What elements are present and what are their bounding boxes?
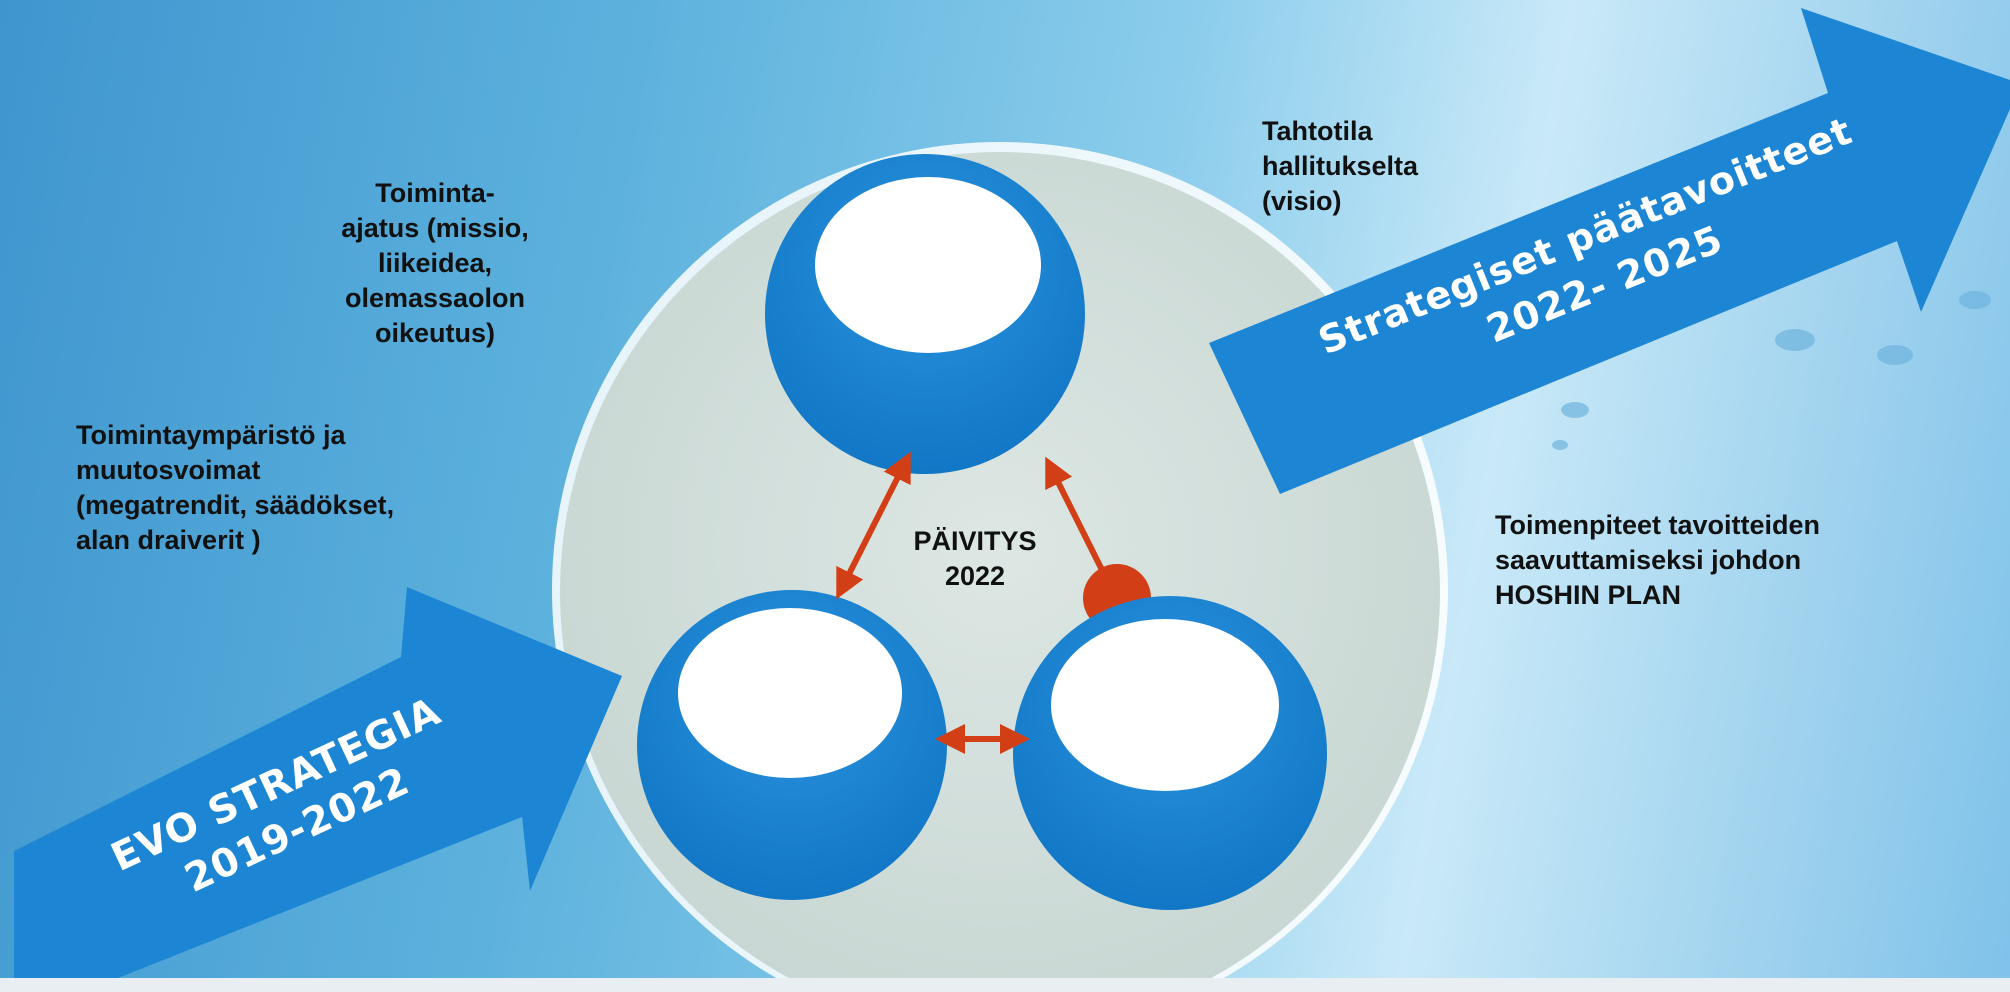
environment-label: Toimintaympäristö ja muutosvoimat (megat… — [76, 420, 395, 555]
sphere-bottom-left — [637, 590, 947, 900]
output-arrow — [1209, 8, 2010, 494]
droplet — [1552, 440, 1568, 450]
sphere-bottom-right — [1013, 564, 1327, 910]
sphere-top — [765, 154, 1085, 474]
connector-top-right — [1045, 456, 1117, 600]
connector-top-left — [836, 451, 911, 600]
center-update-label: PÄIVITYS 2022 — [890, 524, 1060, 594]
droplet — [1959, 291, 1991, 309]
center-update-line2: 2022 — [944, 561, 1006, 591]
connectors — [836, 451, 1117, 754]
center-update-line1: PÄIVITYS — [913, 526, 1037, 556]
footer-strip — [0, 978, 2010, 992]
droplet — [1877, 345, 1913, 365]
droplet — [1775, 329, 1815, 351]
mission-label: Toiminta- ajatus (missio, liikeidea, ole… — [341, 178, 529, 348]
droplet — [1561, 402, 1589, 418]
input-arrow — [14, 587, 622, 992]
vision-label: Tahtotila hallitukselta (visio) — [1262, 116, 1419, 216]
actions-label: Toimenpiteet tavoitteiden saavuttamiseks… — [1495, 510, 1821, 610]
